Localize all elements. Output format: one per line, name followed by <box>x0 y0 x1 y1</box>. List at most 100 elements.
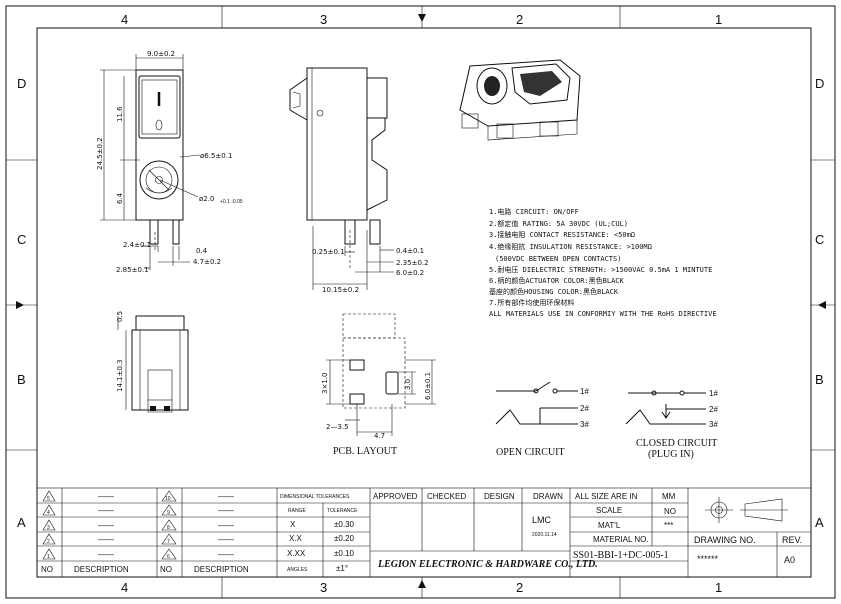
dim-width: 9.0±0.2 <box>147 50 175 58</box>
note-6: 6.柄的颜色ACTUATOR COLOR:黑色BLACK <box>489 276 625 285</box>
zone-col-3-top: 3 <box>320 12 327 27</box>
dim-side-0-25: 0.25±0.1 <box>312 248 345 256</box>
dim-2-4: 2.4±0.1 <box>123 241 151 249</box>
note-1: 1.电路 CIRCUIT: ON/OFF <box>489 207 579 216</box>
drawn-date: 2020.11.14 <box>532 532 557 538</box>
zone-col-4-bottom: 4 <box>121 580 128 595</box>
closed-pin-2: 2# <box>709 405 718 414</box>
dim-0-4: 0.4 <box>196 247 208 255</box>
note-5: 5.耐电压 DIELECTRIC STRENGTH: >1500VAC 0.5m… <box>489 265 712 274</box>
scale-label: SCALE <box>596 506 622 515</box>
tol-row-1-value: ±0.30 <box>334 520 355 529</box>
tol-row-1-range: X <box>290 520 296 529</box>
svg-text:——: —— <box>98 492 114 501</box>
zone-col-1-bottom: 1 <box>715 580 722 595</box>
units-value: MM <box>662 492 676 501</box>
rev-dashes: —— —— —— —— —— —— —— —— —— —— <box>98 492 234 559</box>
zone-col-1-top: 1 <box>715 12 722 27</box>
rev-no-header-right: NO <box>160 565 172 574</box>
rev-num-7: 7 <box>167 539 170 545</box>
svg-text:——: —— <box>218 535 234 544</box>
svg-text:——: —— <box>218 492 234 501</box>
material-no-label: MATERIAL NO. <box>593 535 649 544</box>
pcb-layout <box>326 313 436 436</box>
rev-no-header-left: NO <box>41 565 53 574</box>
note-2: 2.额定值 RATING: 5A 30VDC (UL;CUL) <box>489 219 628 228</box>
title-block <box>36 487 812 578</box>
rev-num-10: 10 <box>165 496 171 502</box>
svg-text:——: —— <box>98 506 114 515</box>
approved-header: APPROVED <box>373 492 418 501</box>
zone-col-4-top: 4 <box>121 12 128 27</box>
zone-row-c-right: C <box>815 232 824 247</box>
dim-side-2-35: 2.35±0.2 <box>396 259 429 267</box>
tolerances-title: DIMENSIONAL TOLERANCES <box>280 494 350 500</box>
rev-num-9: 9 <box>167 510 170 516</box>
open-circuit-label: OPEN CIRCUIT <box>496 447 565 458</box>
tol-row-4-value: ±1° <box>336 564 348 573</box>
front-view <box>100 54 201 270</box>
dim-side-0-4: 0.4±0.1 <box>396 247 424 255</box>
closed-pin-1: 1# <box>709 389 718 398</box>
tol-row-4-range: ANGLES <box>287 567 308 573</box>
projection-symbol-icon <box>705 497 788 523</box>
svg-text:——: —— <box>98 550 114 559</box>
part-number: SS01-BBI-1+DC-005-1 <box>573 550 669 561</box>
note-7b: ALL MATERIALS USE IN CONFORMIY WITH THE … <box>489 310 717 318</box>
zone-col-3-bottom: 3 <box>320 580 327 595</box>
rev-desc-header-right: DESCRIPTION <box>194 565 249 574</box>
zone-row-b-right: B <box>815 372 824 387</box>
rev-desc-header-left: DESCRIPTION <box>74 565 129 574</box>
isometric-view <box>459 59 581 141</box>
checked-header: CHECKED <box>427 492 466 501</box>
zone-row-d-right: D <box>815 76 824 91</box>
tol-row-3-range: X.XX <box>287 549 306 558</box>
svg-text:——: —— <box>218 550 234 559</box>
zone-row-a-right: A <box>815 515 824 530</box>
pcb-layout-label: PCB. LAYOUT <box>333 446 397 457</box>
outer-frame <box>5 5 836 599</box>
drawing-no-label: DRAWING NO. <box>694 535 756 545</box>
tol-range-header: RANGE <box>288 508 306 514</box>
tol-row-2-value: ±0.20 <box>334 534 355 543</box>
drawer-initials: LMC <box>532 515 552 525</box>
dim-lower: 6.4 <box>116 192 124 204</box>
svg-text:——: —— <box>98 535 114 544</box>
bottom-view <box>117 315 189 413</box>
dim-upper: 11.6 <box>116 106 124 122</box>
open-circuit-schematic <box>495 381 578 425</box>
zone-col-2-top: 2 <box>516 12 523 27</box>
dim-pcb-2-3-5: 2—3.5 <box>326 423 349 431</box>
rev-num-1: 1 <box>47 554 50 560</box>
dim-2-85: 2.85±0.1 <box>116 266 149 274</box>
dim-height: 24.5±0.2 <box>96 137 104 170</box>
rev-value: A0 <box>784 555 795 565</box>
dim-side-10-15: 10.15±0.2 <box>322 286 359 294</box>
note-4: 4.绝缘阻抗 INSULATION RESISTANCE: >100MΩ <box>489 242 652 251</box>
dim-pin-tol: +0.1 -0.05 <box>220 199 243 205</box>
closed-circuit-schematic <box>625 390 706 425</box>
dim-hole: ø6.5±0.1 <box>200 152 232 160</box>
dim-pin: ø2.0 <box>199 195 214 203</box>
all-size-label: ALL SIZE ARE IN <box>575 492 638 501</box>
svg-text:——: —— <box>218 521 234 530</box>
material-value: *** <box>664 521 673 530</box>
open-pin-3: 3# <box>580 420 589 429</box>
revision-triangles <box>42 490 177 560</box>
note-4b: (500VDC BETWEEN OPEN CONTACTS) <box>495 255 621 263</box>
rev-num-5: 5 <box>47 496 50 502</box>
closed-pin-3: 3# <box>709 420 718 429</box>
drawn-header: DRAWN <box>533 492 563 501</box>
closed-circuit-label: CLOSED CIRCUIT <box>636 438 717 449</box>
company-name: LEGION ELECTRONIC & HARDWARE CO., LTD. <box>377 559 598 570</box>
zone-row-a-left: A <box>17 515 26 530</box>
design-header: DESIGN <box>484 492 515 501</box>
tol-row-3-value: ±0.10 <box>334 549 355 558</box>
open-pin-2: 2# <box>580 404 589 413</box>
svg-text:——: —— <box>218 506 234 515</box>
svg-text:——: —— <box>98 521 114 530</box>
spec-notes: 1.电路 CIRCUIT: ON/OFF 2.额定值 RATING: 5A 30… <box>489 207 717 318</box>
note-7: 7.所有部件均使用环保材料 <box>489 298 574 307</box>
rev-label: REV. <box>782 535 802 545</box>
